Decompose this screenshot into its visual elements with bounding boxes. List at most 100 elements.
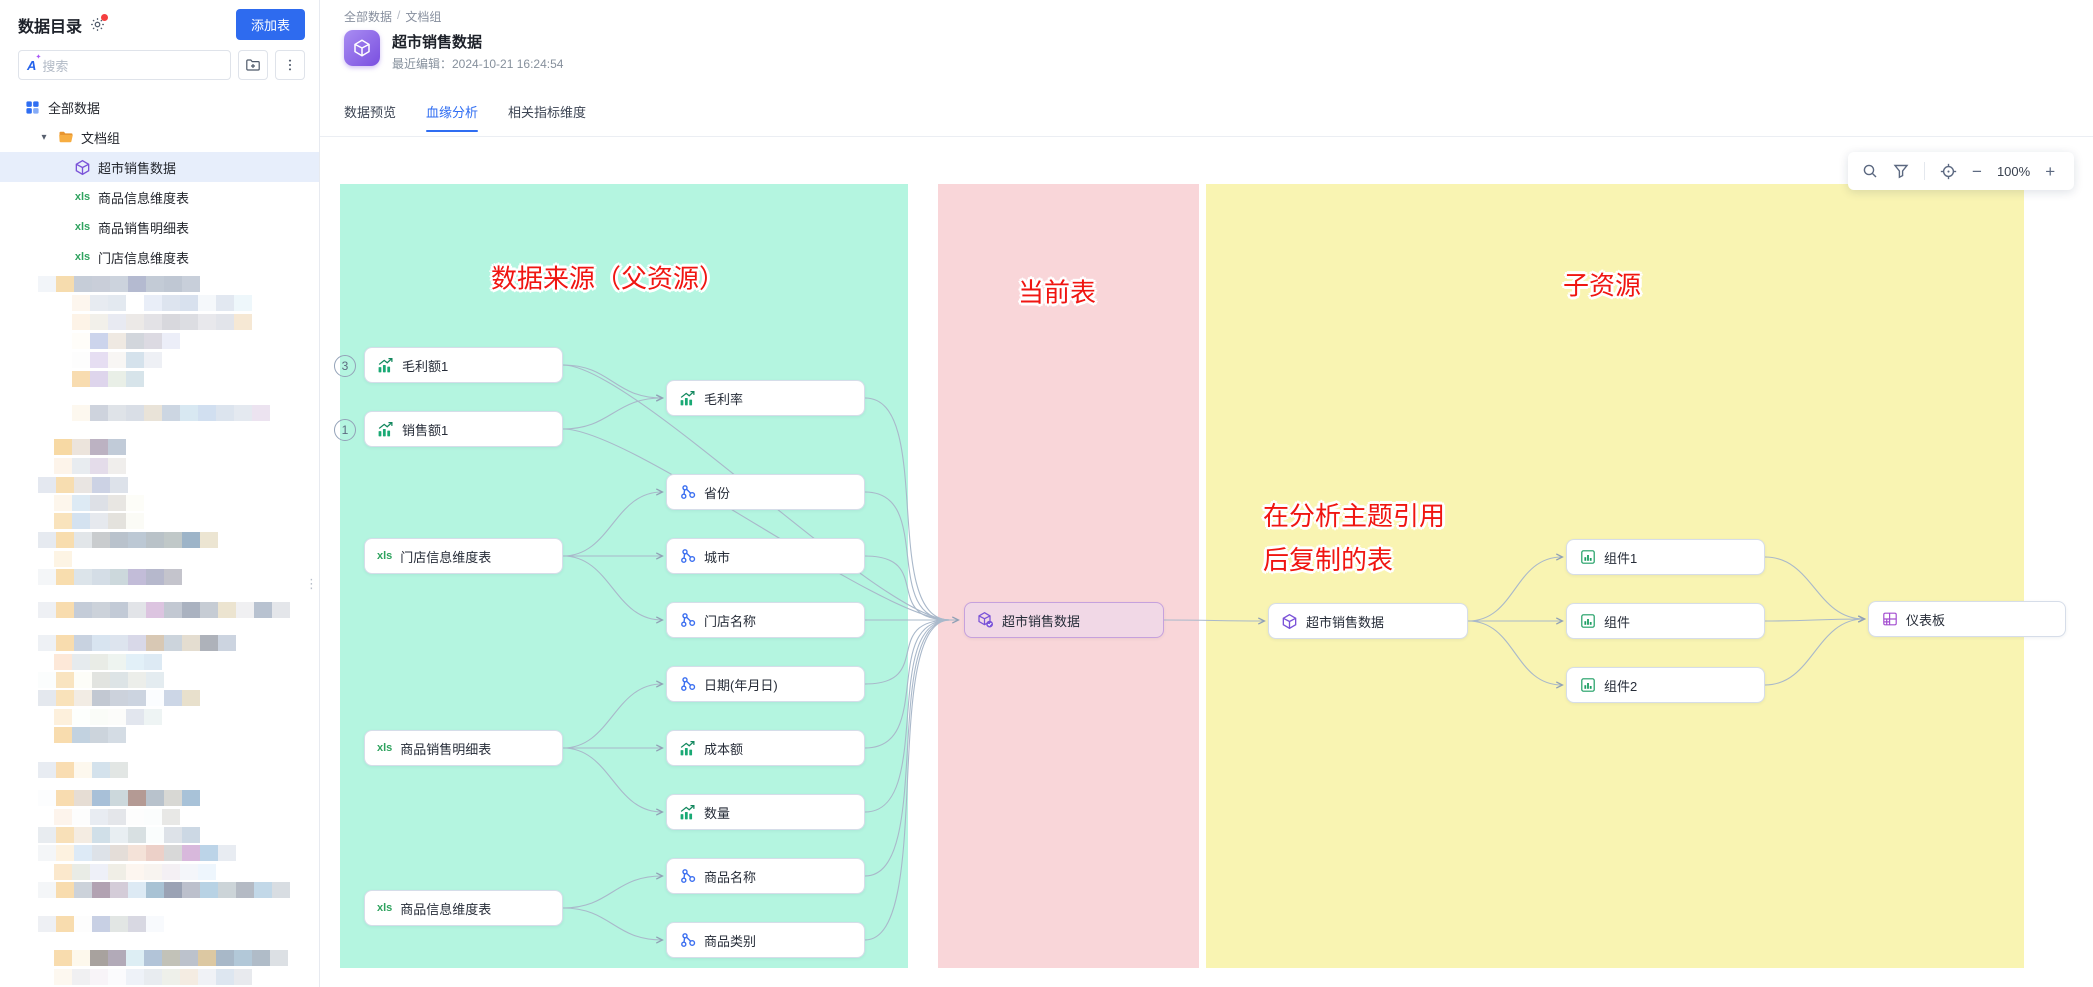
tab-血缘分析[interactable]: 血缘分析 xyxy=(426,102,479,132)
node-label: 毛利率 xyxy=(704,391,744,407)
tab-数据预览[interactable]: 数据预览 xyxy=(344,105,397,120)
search-input[interactable]: A 搜索 xyxy=(18,50,231,80)
redacted-block xyxy=(180,950,198,966)
redacted-block xyxy=(56,827,74,843)
new-folder-button[interactable] xyxy=(238,50,268,80)
redacted-block xyxy=(144,809,162,825)
redacted-block xyxy=(90,969,108,985)
sidebar-resize-handle[interactable]: ⋮ xyxy=(305,576,318,591)
redacted-block xyxy=(164,845,182,861)
lineage-node-毛利率[interactable]: 毛利率 xyxy=(666,380,865,416)
redacted-block xyxy=(164,276,182,292)
node-label: 门店名称 xyxy=(704,613,757,629)
redacted-block xyxy=(92,477,110,493)
redacted-block xyxy=(56,690,74,706)
sidebar-item-全部数据[interactable]: 全部数据 xyxy=(0,92,319,122)
redacted-block xyxy=(234,314,252,330)
add-table-button[interactable]: 添加表 xyxy=(235,9,305,40)
redacted-block xyxy=(74,882,92,898)
filter-icon[interactable] xyxy=(1893,163,1909,179)
redacted-block xyxy=(164,790,182,806)
redacted-block xyxy=(164,602,182,618)
redacted-block xyxy=(90,809,108,825)
redacted-block xyxy=(126,495,144,511)
gear-icon[interactable] xyxy=(90,14,109,32)
sidebar-search-row: A 搜索 xyxy=(0,40,319,80)
more-button[interactable] xyxy=(275,50,305,80)
sidebar-item-文档组[interactable]: ▾文档组 xyxy=(0,122,319,152)
zoom-out-button[interactable]: − xyxy=(1972,161,1982,181)
redacted-block xyxy=(72,314,90,330)
redacted-block xyxy=(126,371,144,387)
collapsed-count-badge[interactable]: 3 xyxy=(334,355,356,377)
redacted-block xyxy=(72,352,90,368)
redacted-block xyxy=(74,916,92,932)
caret-down-icon[interactable]: ▾ xyxy=(41,131,47,143)
lineage-node-城市[interactable]: 城市 xyxy=(666,538,865,574)
redacted-block xyxy=(90,295,108,311)
lineage-node-数量[interactable]: 数量 xyxy=(666,794,865,830)
redacted-block xyxy=(56,762,74,778)
redacted-block xyxy=(108,371,126,387)
redacted-block xyxy=(74,827,92,843)
redacted-block xyxy=(108,314,126,330)
redacted-block xyxy=(38,882,56,898)
lineage-node-组件1[interactable]: 组件1 xyxy=(1566,539,1765,575)
node-label: 成本额 xyxy=(704,741,744,757)
redacted-block xyxy=(92,916,110,932)
node-label: 商品类别 xyxy=(704,933,757,949)
locate-icon[interactable] xyxy=(1940,163,1957,180)
lineage-node-超市销售数据[interactable]: 超市销售数据 xyxy=(964,602,1164,638)
region-children xyxy=(1206,184,2024,968)
search-placeholder: 搜索 xyxy=(42,58,69,74)
redacted-block xyxy=(108,333,126,349)
lineage-node-省份[interactable]: 省份 xyxy=(666,474,865,510)
zoom-in-button[interactable]: + xyxy=(2045,161,2056,181)
lineage-node-成本额[interactable]: 成本额 xyxy=(666,730,865,766)
lineage-node-超市销售数据[interactable]: 超市销售数据 xyxy=(1268,603,1468,639)
redacted-block xyxy=(198,969,216,985)
lineage-node-组件2[interactable]: 组件2 xyxy=(1566,667,1765,703)
redacted-block xyxy=(108,405,126,421)
breadcrumb-item[interactable]: 文档组 xyxy=(405,10,442,24)
redacted-block xyxy=(254,882,272,898)
search-icon[interactable] xyxy=(1862,163,1878,179)
ai-search-icon: A xyxy=(27,53,42,73)
dim-icon xyxy=(679,484,696,501)
redacted-block xyxy=(74,477,92,493)
collapsed-count-badge[interactable]: 1 xyxy=(334,419,356,441)
redacted-block xyxy=(144,864,162,880)
sidebar-item-label: 全部数据 xyxy=(48,100,101,116)
redacted-block xyxy=(126,864,144,880)
redacted-block xyxy=(234,405,252,421)
tab-相关指标维度[interactable]: 相关指标维度 xyxy=(508,105,587,120)
redacted-block xyxy=(72,950,90,966)
lineage-node-仪表板[interactable]: 仪表板 xyxy=(1868,601,2066,637)
redacted-block xyxy=(198,405,216,421)
sidebar-item-超市销售数据[interactable]: 超市销售数据 xyxy=(0,152,319,182)
redacted-block xyxy=(162,405,180,421)
lineage-node-日期(年月日)[interactable]: 日期(年月日) xyxy=(666,666,865,702)
lineage-node-商品类别[interactable]: 商品类别 xyxy=(666,922,865,958)
breadcrumb: 全部数据/文档组 xyxy=(344,8,441,25)
redacted-block xyxy=(54,809,72,825)
redacted-block xyxy=(92,762,110,778)
lineage-node-门店名称[interactable]: 门店名称 xyxy=(666,602,865,638)
redacted-block xyxy=(128,672,146,688)
lineage-node-组件[interactable]: 组件 xyxy=(1566,603,1765,639)
breadcrumb-item[interactable]: 全部数据 xyxy=(344,10,393,24)
lineage-node-商品名称[interactable]: 商品名称 xyxy=(666,858,865,894)
redacted-block xyxy=(38,916,56,932)
redacted-block xyxy=(72,809,90,825)
redacted-block xyxy=(90,371,108,387)
grid-icon xyxy=(24,100,41,115)
redacted-block xyxy=(108,654,126,670)
